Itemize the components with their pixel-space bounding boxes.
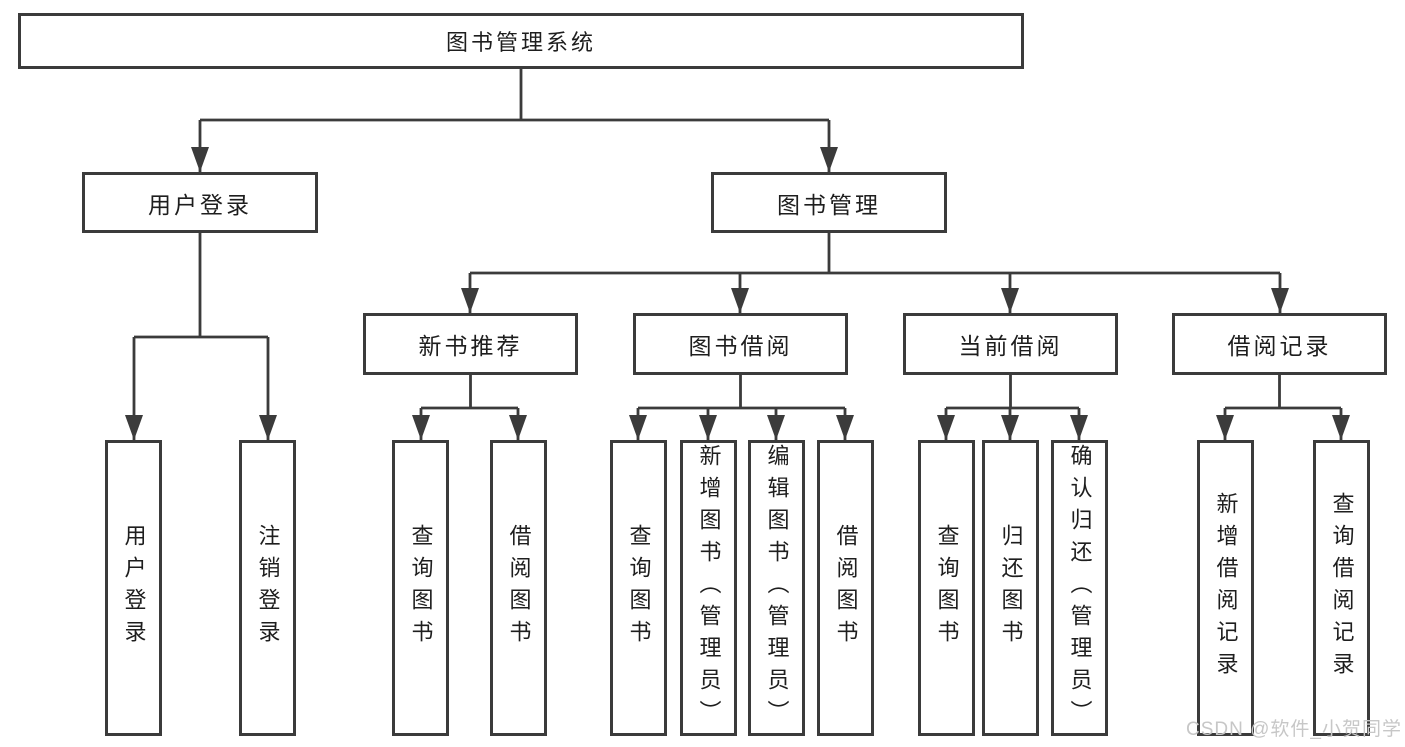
node-current-borrowing: 当前借阅 (903, 313, 1118, 375)
node-label: 新增借阅记录 (1213, 492, 1239, 684)
node-book-management: 图书管理 (711, 172, 947, 233)
node-label: 借阅记录 (1227, 333, 1332, 359)
node-library-management-system: 图书管理系统 (18, 13, 1024, 69)
leaf-borrow-books: 借阅图书 (817, 440, 874, 736)
node-label: 新书推荐 (418, 333, 523, 359)
node-borrowing-records: 借阅记录 (1172, 313, 1387, 375)
node-label: 查询图书 (408, 524, 434, 652)
leaf-query-borrow-record: 查询借阅记录 (1313, 440, 1370, 736)
leaf-user-login: 用户登录 (105, 440, 162, 736)
node-book-borrowing: 图书借阅 (633, 313, 848, 375)
node-label: 借阅图书 (506, 524, 532, 652)
tree-branch-lines (134, 69, 1341, 410)
node-label: 查询图书 (626, 524, 652, 652)
leaf-borrow-books-recommend: 借阅图书 (490, 440, 547, 736)
node-user-login: 用户登录 (82, 172, 318, 233)
leaf-confirm-return-admin: 确认归还（管理员） (1051, 440, 1108, 736)
leaf-query-books-borrow: 查询图书 (610, 440, 667, 736)
leaf-query-books-recommend: 查询图书 (392, 440, 449, 736)
leaf-edit-book-admin: 编辑图书（管理员） (748, 440, 805, 736)
leaf-query-books-current: 查询图书 (918, 440, 975, 736)
node-label: 注销登录 (255, 524, 281, 652)
node-label: 编辑图书（管理员） (764, 444, 790, 732)
node-label: 当前借阅 (958, 333, 1063, 359)
leaf-logout: 注销登录 (239, 440, 296, 736)
node-label: 查询图书 (934, 524, 960, 652)
node-new-book-recommendation: 新书推荐 (363, 313, 578, 375)
node-label: 确认归还（管理员） (1067, 444, 1093, 732)
node-label: 图书借阅 (688, 333, 793, 359)
node-label: 借阅图书 (833, 524, 859, 652)
node-label: 图书管理系统 (445, 30, 596, 55)
leaf-return-books: 归还图书 (982, 440, 1039, 736)
node-label: 新增图书（管理员） (696, 444, 722, 732)
node-label: 图书管理 (777, 191, 881, 218)
leaf-add-borrow-record: 新增借阅记录 (1197, 440, 1254, 736)
leaf-add-book-admin: 新增图书（管理员） (680, 440, 737, 736)
arrow-drop-lines (125, 120, 1350, 440)
node-label: 归还图书 (998, 524, 1024, 652)
node-label: 查询借阅记录 (1329, 492, 1355, 684)
node-label: 用户登录 (148, 191, 252, 218)
node-label: 用户登录 (121, 524, 147, 652)
csdn-watermark: CSDN @软件_小贺同学 (1186, 719, 1402, 740)
